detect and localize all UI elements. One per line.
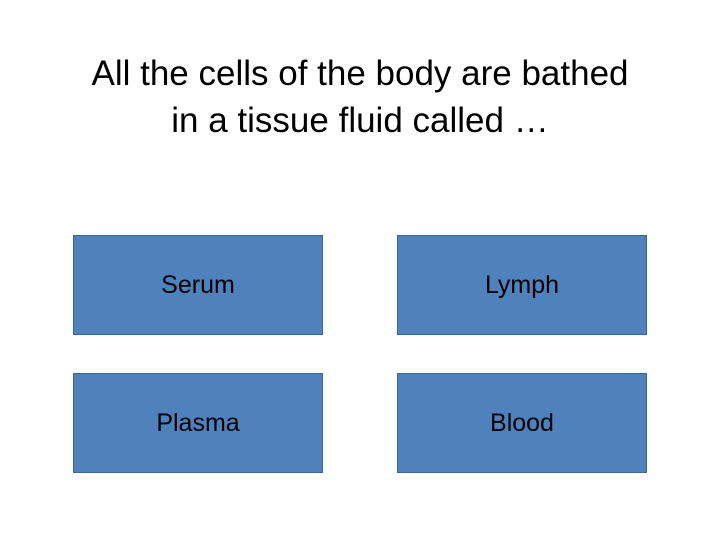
question-line-2: in a tissue fluid called … [171,101,549,140]
answer-button-lymph[interactable]: Lymph [397,235,647,335]
answer-label: Plasma [156,408,240,437]
answer-button-plasma[interactable]: Plasma [73,373,323,473]
answer-button-blood[interactable]: Blood [397,373,647,473]
answer-label: Serum [161,270,235,299]
answer-label: Blood [490,408,554,437]
question-text: All the cells of the body are bathed in … [20,50,700,144]
answer-button-serum[interactable]: Serum [73,235,323,335]
question-line-1: All the cells of the body are bathed [91,54,629,93]
answer-label: Lymph [484,270,560,299]
